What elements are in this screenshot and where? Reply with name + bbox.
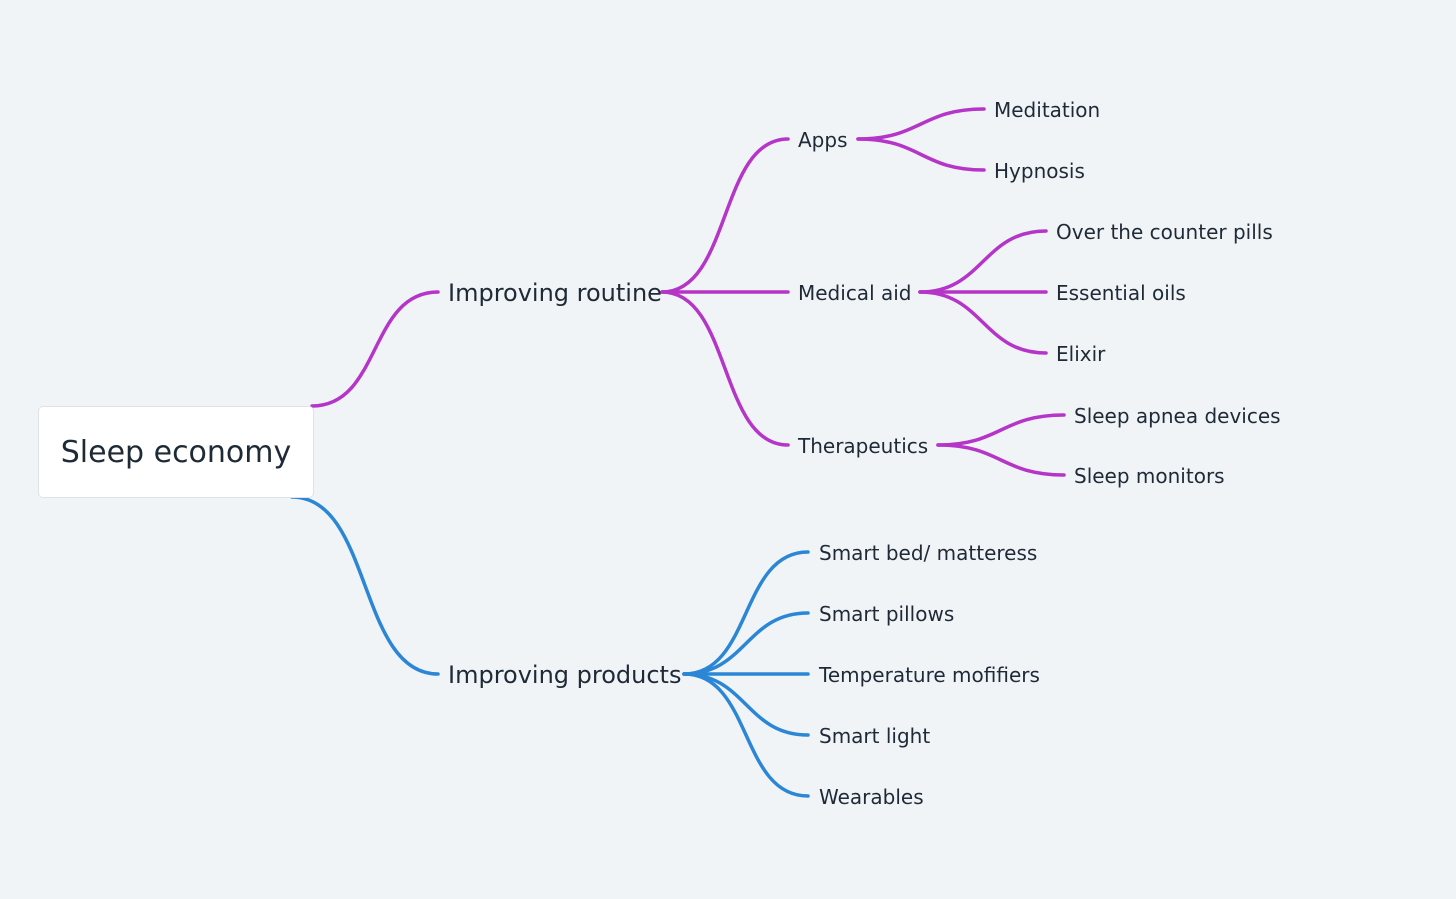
- connector-routine-therapeutics: [660, 290, 790, 447]
- subtopic-node-essential-oils[interactable]: Essential oils: [1056, 281, 1186, 305]
- root-node[interactable]: Sleep economy: [38, 406, 314, 498]
- topic-node-apps[interactable]: Apps: [798, 128, 848, 152]
- topic-node-smart-bed-matteress[interactable]: Smart bed/ matteress: [819, 541, 1038, 565]
- branch-node-improving-routine[interactable]: Improving routine: [448, 279, 662, 307]
- topic-node-temperature-mofifiers[interactable]: Temperature mofifiers: [819, 663, 1040, 687]
- connector-products-smart-light: [682, 672, 810, 737]
- connector-root-products: [290, 495, 440, 676]
- subtopic-node-hypnosis[interactable]: Hypnosis: [994, 159, 1085, 183]
- topic-node-smart-pillows[interactable]: Smart pillows: [819, 602, 955, 626]
- root-node-label: Sleep economy: [60, 434, 292, 470]
- topic-node-therapeutics[interactable]: Therapeutics: [798, 434, 929, 458]
- subtopic-node-elixir[interactable]: Elixir: [1056, 342, 1106, 366]
- topic-node-medical-aid[interactable]: Medical aid: [798, 281, 912, 305]
- connector-medical-elixir: [918, 290, 1048, 355]
- connector-therapeutics-monitors: [936, 443, 1066, 477]
- connector-apps-meditation: [856, 107, 986, 141]
- connector-products-wearables: [682, 672, 810, 798]
- subtopic-node-over-the-counter-pills[interactable]: Over the counter pills: [1056, 220, 1273, 244]
- branch-node-improving-products[interactable]: Improving products: [448, 661, 682, 689]
- connector-medical-otc-pills: [918, 229, 1048, 294]
- connector-root-routine: [310, 290, 440, 408]
- subtopic-node-meditation[interactable]: Meditation: [994, 98, 1101, 122]
- connector-routine-apps: [660, 137, 790, 294]
- connector-products-smart-bed: [682, 550, 810, 676]
- connector-products-smart-pillows: [682, 611, 810, 676]
- connector-therapeutics-apnea: [936, 413, 1066, 447]
- topic-node-wearables[interactable]: Wearables: [819, 785, 924, 809]
- subtopic-node-sleep-apnea-devices[interactable]: Sleep apnea devices: [1074, 404, 1281, 428]
- connector-apps-hypnosis: [856, 137, 986, 172]
- subtopic-node-sleep-monitors[interactable]: Sleep monitors: [1074, 464, 1225, 488]
- topic-node-smart-light[interactable]: Smart light: [819, 724, 931, 748]
